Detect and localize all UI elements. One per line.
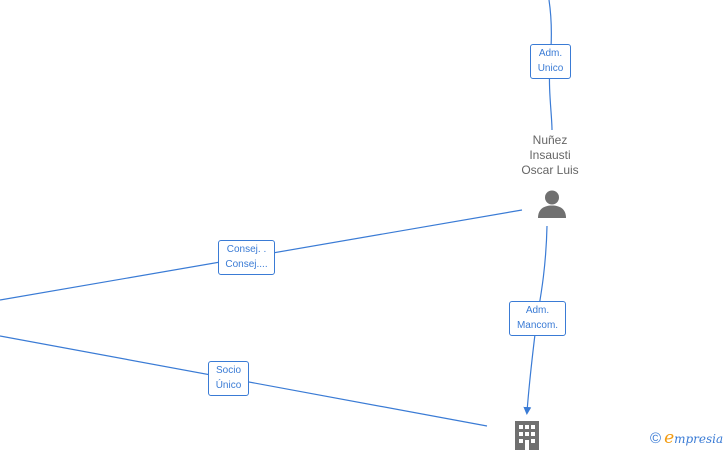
edge-label-line: Adm. xyxy=(538,48,563,59)
edge-label-line: Adm. xyxy=(525,305,550,316)
person-name-line: Insausti xyxy=(529,148,571,162)
edge-label-line: Socio xyxy=(215,365,241,376)
person-name-line: Oscar Luis xyxy=(521,163,579,177)
edge-label-adm-mancom[interactable]: Adm. Mancom. xyxy=(509,301,566,336)
person-icon[interactable] xyxy=(536,189,568,219)
edge-label-socio-unico[interactable]: Socio Único xyxy=(208,361,249,396)
edge-label-line: Consej. . xyxy=(226,244,267,255)
brand-logo-letter: e xyxy=(664,428,675,448)
building-icon[interactable] xyxy=(514,421,540,450)
person-name-line: Nuñez xyxy=(532,133,568,147)
edge-label-adm-unico[interactable]: Adm. Unico xyxy=(530,44,571,79)
brand-logo: ©empresia xyxy=(650,428,723,448)
edge-label-line: Unico xyxy=(537,63,564,74)
edge-label-line: Consej.... xyxy=(225,259,268,270)
edge-label-line: Único xyxy=(215,380,242,391)
brand-logo-text: mpresia xyxy=(674,432,724,446)
edge-label-line: Mancom. xyxy=(516,320,559,331)
edge-label-consej[interactable]: Consej. . Consej.... xyxy=(218,240,275,275)
person-node-name[interactable]: Nuñez Insausti Oscar Luis xyxy=(495,133,605,178)
copyright-symbol: © xyxy=(650,430,662,447)
